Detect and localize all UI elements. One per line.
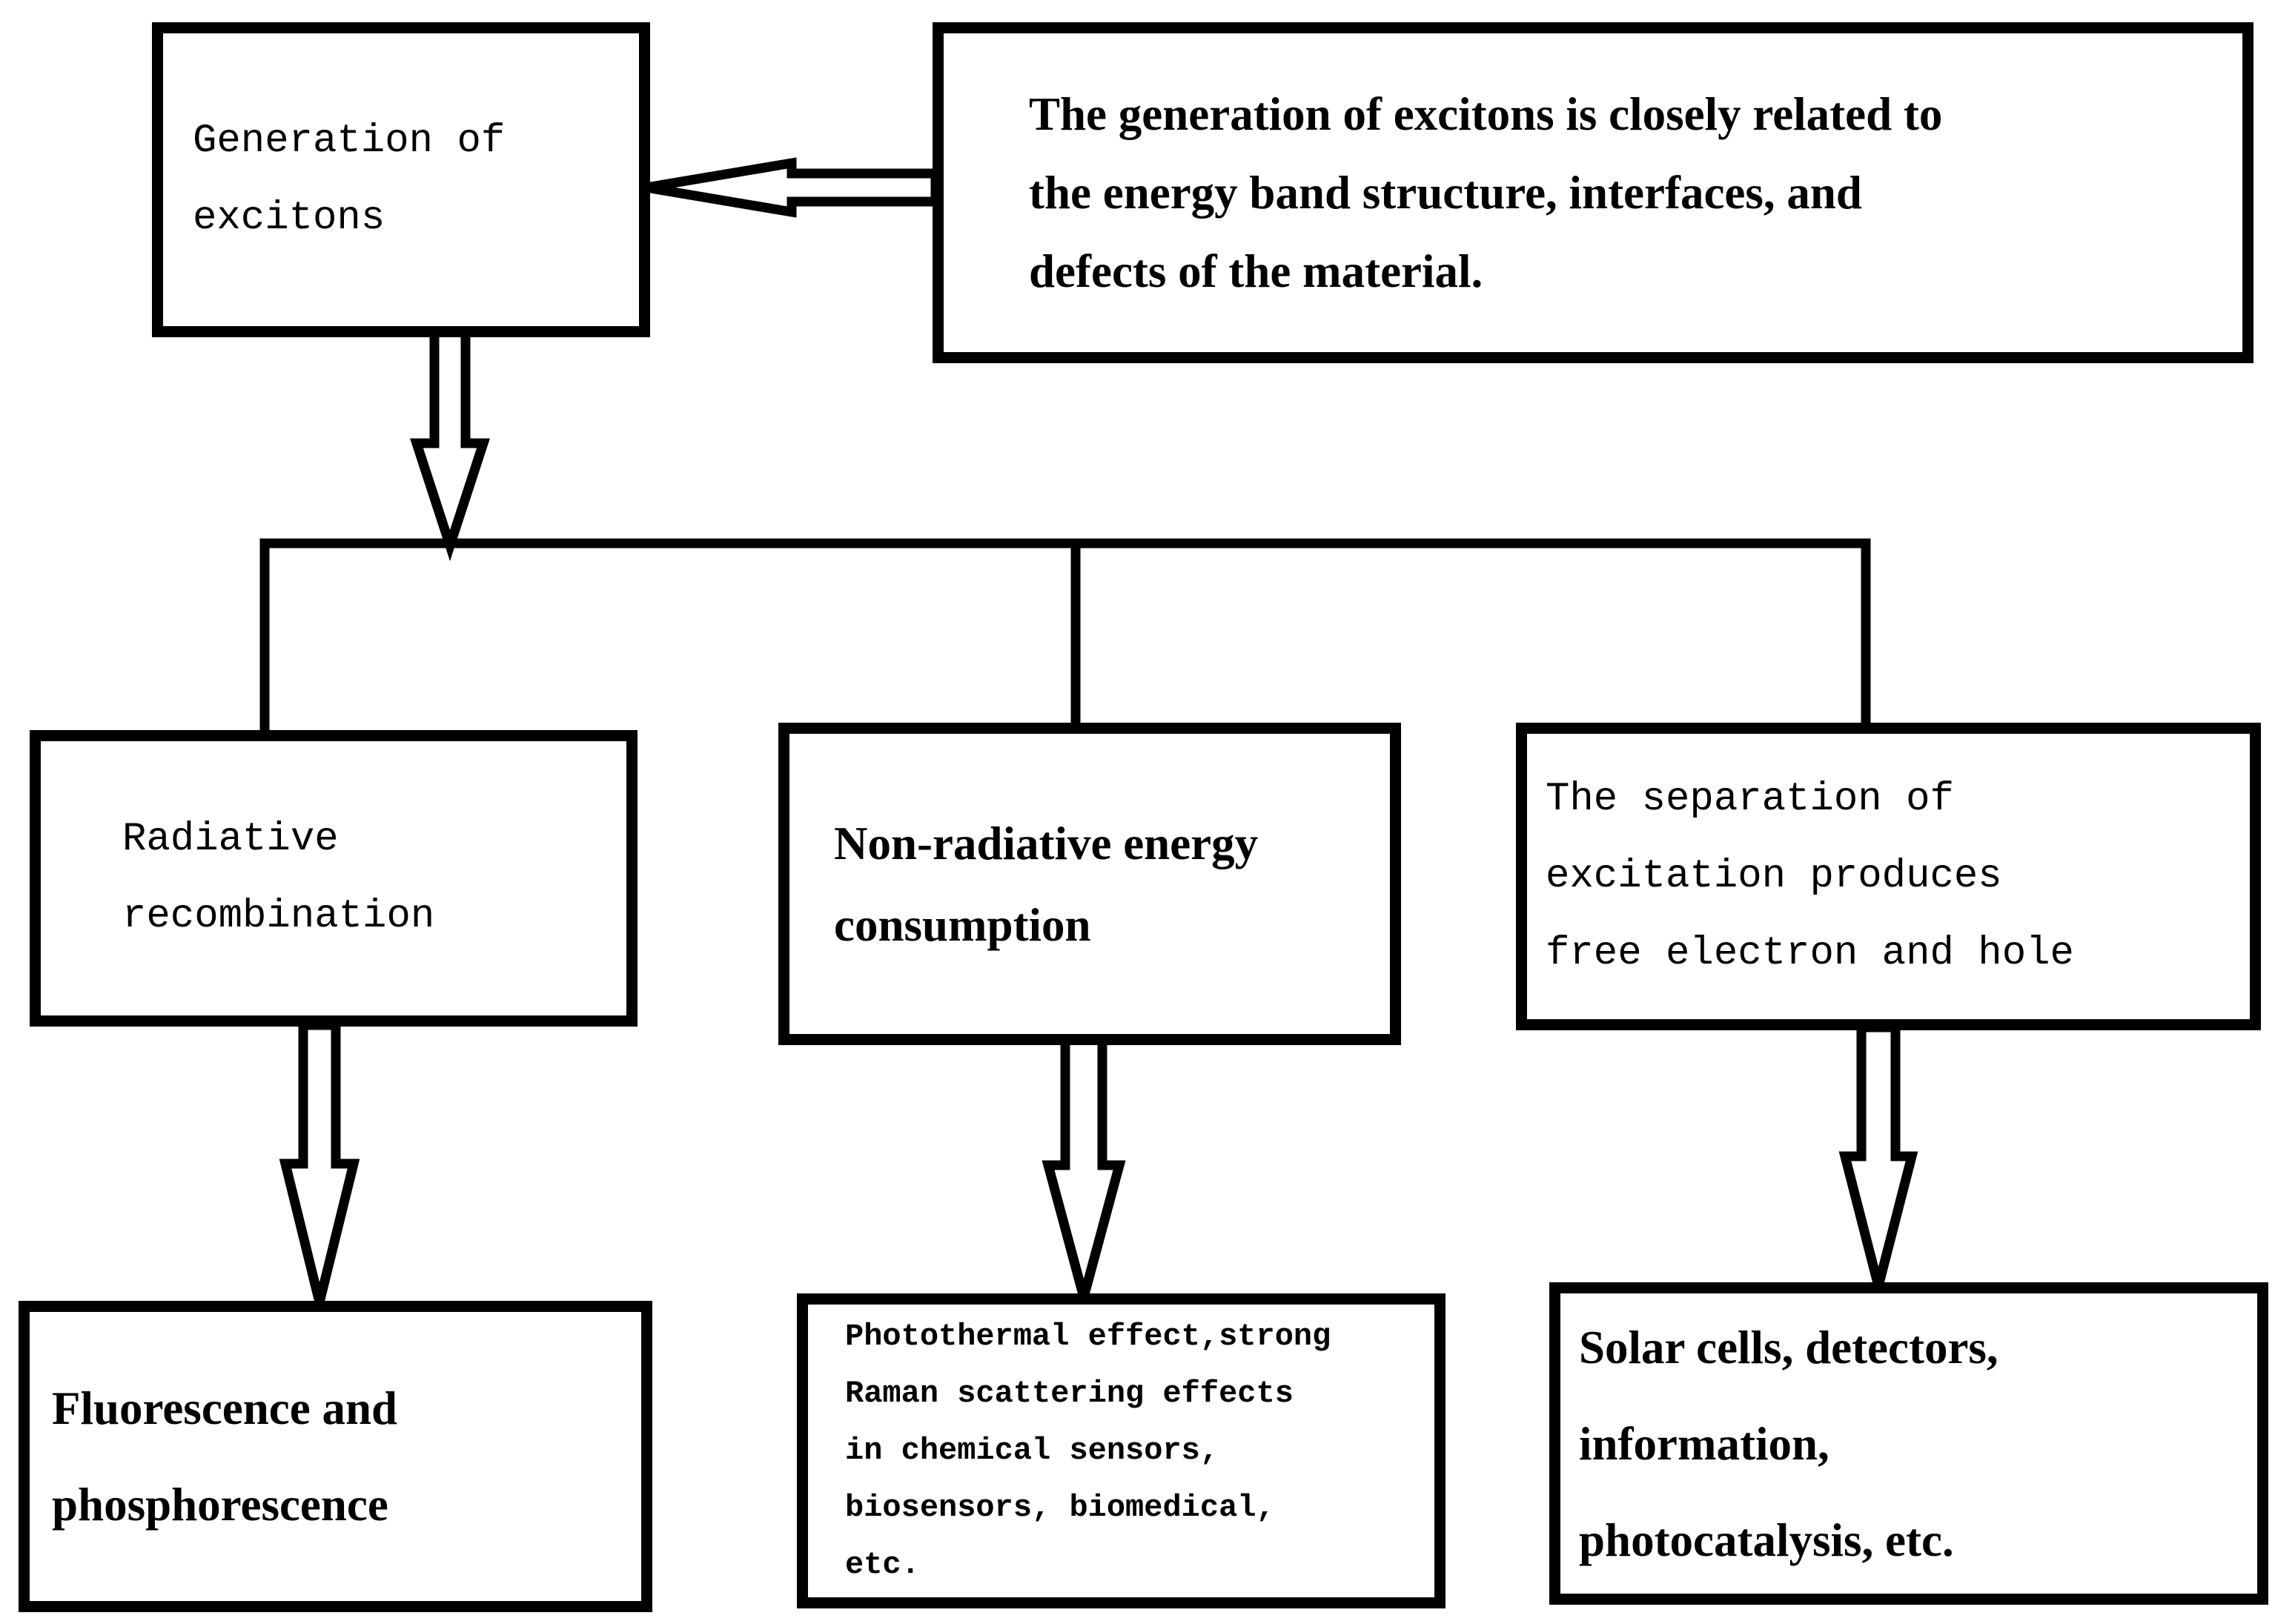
node-generation-of-excitons-label: Generation of excitons (193, 118, 506, 241)
node-photothermal-applications-label: Photothermal effect,strong Raman scatter… (845, 1319, 1331, 1582)
arrow-nonradiative-to-photothermal-icon (1042, 1033, 1126, 1316)
node-generation-note-label: The generation of excitons is closely re… (1029, 88, 1943, 297)
arrow-radiative-to-fluorescence-icon (279, 1020, 360, 1304)
node-separation-of-excitation-label: The separation of excitation produces fr… (1546, 776, 2074, 976)
node-radiative-recombination-label: Radiative recombination (122, 817, 435, 939)
node-non-radiative-energy-consumption-label: Non-radiative energy consumption (834, 817, 1259, 951)
node-optoelectronic-applications-label: Solar cells, detectors, information, pho… (1579, 1321, 1999, 1566)
arrow-separation-to-solar-icon (1838, 1022, 1918, 1287)
node-generation-of-excitons: Generation of excitons (152, 22, 650, 337)
node-photothermal-applications: Photothermal effect,strong Raman scatter… (797, 1293, 1446, 1608)
arrow-generation-to-branch-icon (410, 325, 490, 561)
node-optoelectronic-applications: Solar cells, detectors, information, pho… (1549, 1282, 2268, 1605)
node-non-radiative-energy-consumption: Non-radiative energy consumption (778, 723, 1401, 1045)
node-fluorescence-and-phosphorescence-label: Fluorescence and phosphorescence (52, 1382, 398, 1531)
branch-rail-line (259, 538, 1871, 735)
node-radiative-recombination: Radiative recombination (30, 730, 638, 1027)
node-fluorescence-and-phosphorescence: Fluorescence and phosphorescence (19, 1301, 652, 1612)
node-separation-of-excitation: The separation of excitation produces fr… (1516, 723, 2261, 1030)
node-generation-note: The generation of excitons is closely re… (933, 22, 2254, 363)
arrow-note-to-generation-icon (645, 157, 941, 218)
